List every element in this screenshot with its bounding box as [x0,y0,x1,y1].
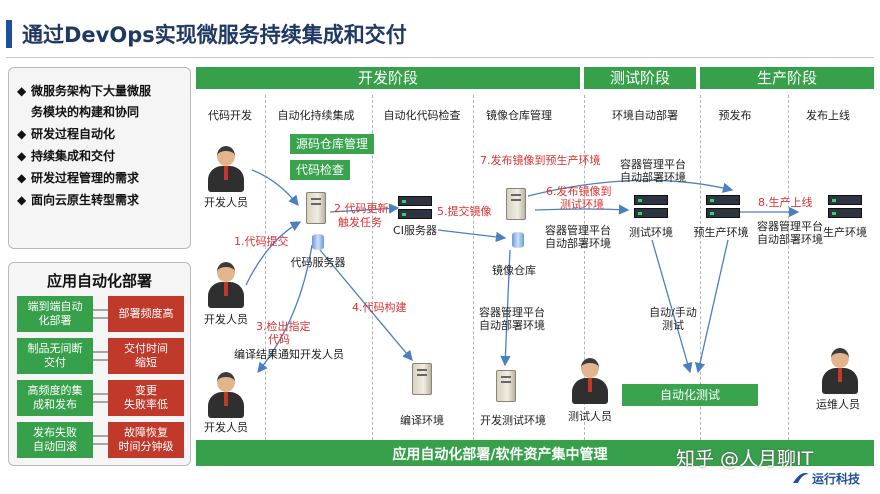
step-label: 7.发布镜像到预生产环境 [480,154,601,167]
bullet-item-continued: 务模块的构建和协同 [31,105,140,119]
prod-env-icon [828,195,862,205]
image-repo-icon [506,188,526,220]
phase-dev-header: 开发阶段 [196,67,580,89]
tester-label: 测试人员 [568,410,612,423]
tester-avatar [570,358,610,404]
step-label: 1.代码提交 [234,235,289,248]
step-label: 8.生产上线 [758,196,813,209]
column-divider [265,95,266,440]
deploy-feature-box: 端到端自动化部署 [17,296,93,332]
step-label: 2.代码更新 [334,202,389,215]
deploy-benefit-box: 交付时间缩短 [108,338,184,374]
developer-avatar [206,372,246,418]
test-env-icon [634,208,668,218]
page-title: 通过DevOps实现微服务持续集成和交付 [22,23,407,47]
database-icon [512,232,524,248]
developer-label: 开发人员 [204,196,248,209]
bullet-marker: ◆ [17,84,27,98]
container-platform-label: 容器管理平台自动部署环境 [545,224,611,250]
column-divider [372,95,373,440]
bullet-panel: ◆微服务架构下大量微服 务模块的构建和协同 ◆研发过程自动化 ◆持续集成和交付 … [8,67,191,249]
bullet-item: ◆面向云原生转型需求 [17,193,140,207]
automated-test-box: 自动化测试 [622,384,758,406]
logo-text: 运行科技 [812,472,861,486]
logo-icon [793,473,809,483]
deploy-panel-title: 应用自动化部署 [46,272,152,290]
preprod-env-icon [706,195,740,205]
step-label: 测试环境 [560,198,604,211]
test-env-label: 测试环境 [629,226,673,239]
ci-server-icon [398,196,432,206]
deploy-feature-box: 制品无间断交付 [17,338,93,374]
column-label: 自动化持续集成 [277,109,355,122]
bullet-item: ◆持续集成和交付 [17,149,116,163]
column-label: 镜像仓库管理 [486,109,552,122]
watermark: 知乎 @人月聊IT [676,448,814,470]
step-label: 3.检出指定 [256,320,311,333]
image-repo-label: 镜像仓库 [492,264,536,277]
column-label: 自动化代码检查 [383,109,461,122]
deploy-feature-box: 发布失败自动回滚 [17,422,93,458]
bullet-item: ◆研发过程管理的需求 [17,171,140,185]
step-label: 5.提交镜像 [437,205,492,218]
developer-avatar [206,146,246,192]
test-env-icon [634,195,668,205]
ops-label: 运维人员 [816,398,860,411]
column-label: 预发布 [718,109,752,122]
step-label: 触发任务 [338,216,382,229]
ci-server-label: CI服务器 [393,224,437,237]
prod-env-label: 生产环境 [823,226,867,239]
deploy-benefit-box: 故障恢复时间分钟级 [108,422,184,458]
container-platform-label: 容器管理平台自动部署环境 [757,220,823,246]
dev-test-env-icon [496,370,516,402]
column-divider [788,95,789,440]
deploy-connectors [93,309,108,445]
prod-env-icon [828,208,862,218]
repo-management-box: 源码仓库管理 [290,134,374,154]
container-platform-label: 容器管理平台自动部署环境 [620,158,686,184]
column-divider [473,95,474,440]
column-divider [700,95,701,440]
step-label: 代码 [268,333,290,346]
ci-server-icon [398,209,432,219]
code-server-label: 代码服务器 [290,256,346,269]
developer-label: 开发人员 [204,421,248,434]
notify-label: 编译结果通知开发人员 [234,348,344,361]
developer-avatar [206,262,246,308]
deploy-feature-box: 高频度的集成和发布 [17,380,93,416]
deploy-benefit-box: 变更失败率低 [108,380,184,416]
preprod-env-label: 预生产环境 [693,226,749,239]
phase-prod-header: 生产阶段 [700,67,874,89]
dev-test-env-label: 开发测试环境 [480,414,546,427]
container-platform-label: 容器管理平台自动部署环境 [479,306,545,332]
column-divider [584,95,585,440]
bullet-item: ◆研发过程自动化 [17,127,116,141]
ops-avatar [820,348,860,394]
code-check-box: 代码检查 [290,160,350,180]
column-label: 发布上线 [806,109,850,122]
developer-label: 开发人员 [204,313,248,326]
deploy-benefit-box: 部署频度高 [108,296,184,332]
bullet-item: ◆微服务架构下大量微服 [17,84,152,98]
code-server-icon [306,192,326,224]
bottom-bar [196,440,874,466]
step-label: 6.发布镜像到 [546,185,612,198]
column-label: 代码开发 [208,109,252,122]
column-label: 环境自动部署 [612,109,678,122]
database-icon [312,234,324,250]
compile-env-label: 编译环境 [400,414,444,427]
bottom-bar-text: 应用自动化部署/软件资产集中管理 [392,447,608,463]
auto-manual-test-label: 自动/手动测试 [649,306,697,332]
title-accent-bar [6,20,12,48]
preprod-env-icon [706,208,740,218]
step-label: 4.代码构建 [352,301,407,314]
phase-test-header: 测试阶段 [584,67,696,89]
compile-env-icon [412,363,432,395]
title-divider [6,57,874,58]
